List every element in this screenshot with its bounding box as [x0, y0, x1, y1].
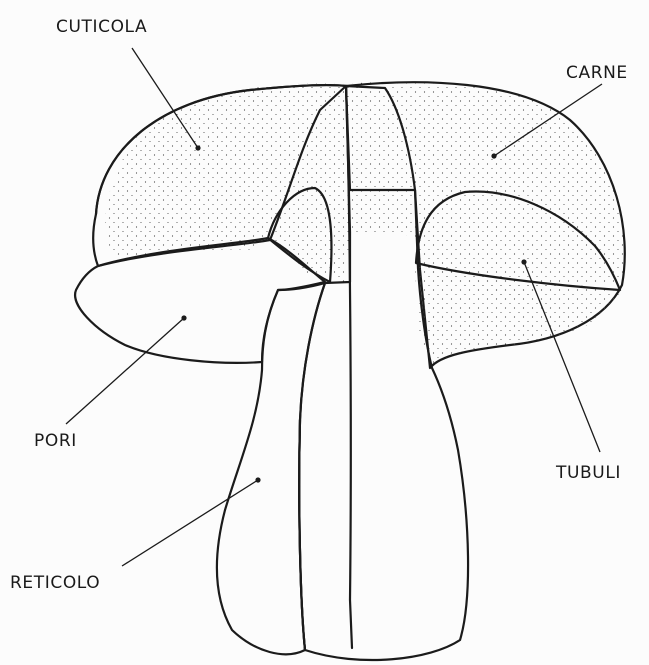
label-cuticola: CUTICOLA — [56, 17, 147, 37]
cut-edge-line — [299, 420, 305, 650]
leader-reticolo — [122, 480, 258, 566]
label-carne: CARNE — [566, 63, 628, 83]
label-pori: PORI — [34, 431, 77, 451]
leader-dot-reticolo — [255, 477, 260, 482]
leader-dot-pori — [181, 315, 186, 320]
leader-dot-tubuli — [521, 259, 526, 264]
leader-dot-cuticola — [195, 145, 200, 150]
leader-pori — [66, 318, 184, 424]
leader-dot-carne — [491, 153, 496, 158]
label-reticolo: RETICOLO — [10, 573, 100, 593]
label-tubuli: TUBULI — [555, 463, 621, 483]
stem-reticulum — [217, 283, 325, 654]
